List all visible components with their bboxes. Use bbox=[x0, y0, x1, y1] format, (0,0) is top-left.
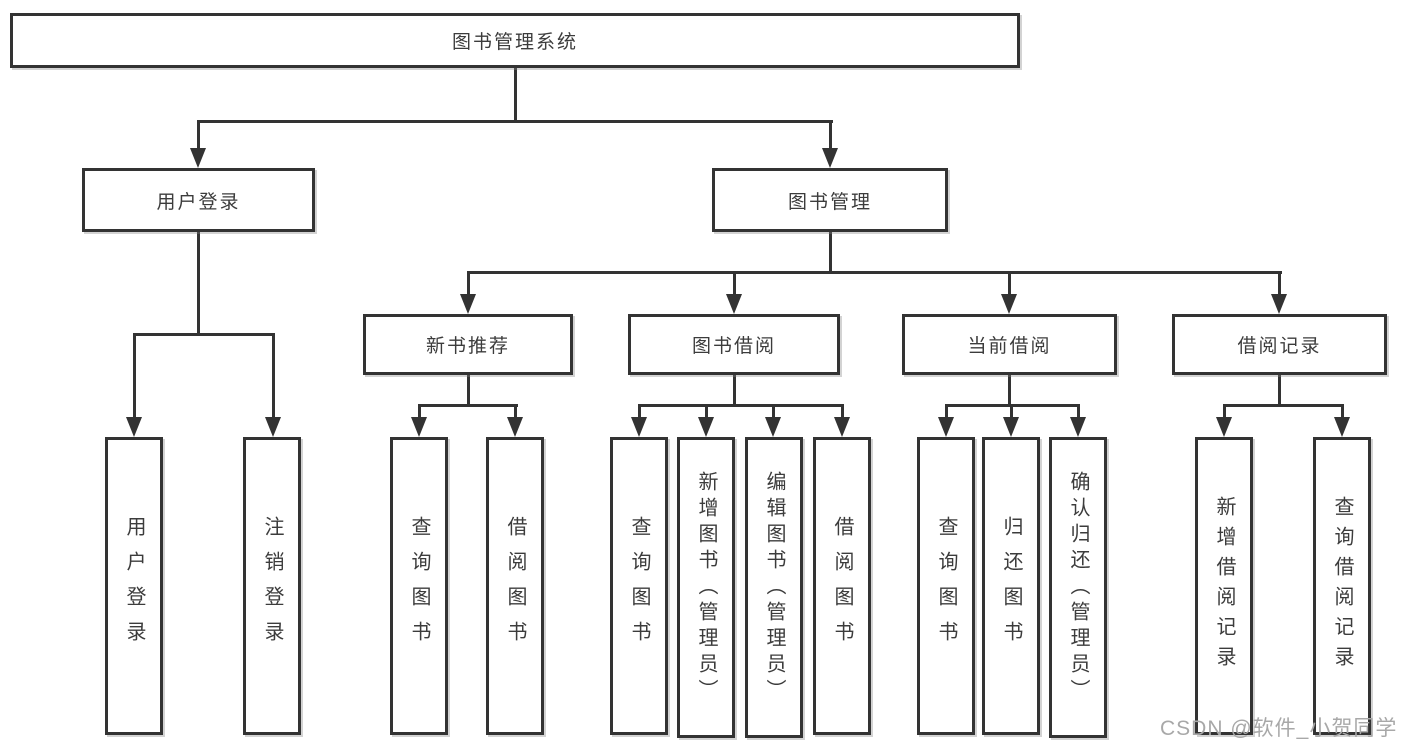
arrowhead-down-icon bbox=[460, 294, 476, 314]
node-label: 图书借阅 bbox=[691, 336, 776, 357]
connector-stub-records bbox=[1278, 271, 1281, 296]
connector-level3-rail bbox=[467, 271, 1282, 274]
connector-user-login-stem bbox=[197, 232, 200, 336]
node-label: 新增借阅记录 bbox=[1213, 496, 1235, 676]
node-root-system: 图书管理系统 bbox=[10, 13, 1020, 68]
connector-stub-leaf bbox=[945, 404, 948, 419]
leaf-query-borrow-record: 查询借阅记录 bbox=[1313, 437, 1371, 735]
node-label: 图书管理 bbox=[787, 191, 872, 213]
leaf-query-books-current: 查询图书 bbox=[917, 437, 975, 735]
node-book-management: 图书管理 bbox=[712, 168, 948, 232]
leaf-user-login: 用户登录 bbox=[105, 437, 163, 735]
connector-borrow-rail bbox=[638, 404, 844, 407]
connector-stub-new-book bbox=[467, 271, 470, 296]
connector-stub-leaf bbox=[772, 404, 775, 419]
arrowhead-down-icon bbox=[631, 417, 647, 437]
leaf-borrow-books-recommend: 借阅图书 bbox=[486, 437, 544, 735]
arrowhead-down-icon bbox=[834, 417, 850, 437]
arrowhead-down-icon bbox=[1334, 417, 1350, 437]
node-label: 借阅图书 bbox=[504, 516, 526, 656]
leaf-add-books-admin: 新增图书（管理员） bbox=[677, 437, 735, 738]
node-current-borrow: 当前借阅 bbox=[902, 314, 1117, 375]
node-label: 用户登录 bbox=[156, 191, 241, 213]
leaf-return-books: 归还图书 bbox=[982, 437, 1040, 735]
leaf-query-books-recommend: 查询图书 bbox=[390, 437, 448, 735]
connector-records-stem bbox=[1278, 375, 1281, 407]
node-label: 注销登录 bbox=[261, 516, 283, 656]
node-label: 新增图书（管理员） bbox=[695, 470, 717, 705]
connector-new-book-stem bbox=[467, 375, 470, 407]
connector-stub-leaf bbox=[1077, 404, 1080, 419]
connector-user-login-rail bbox=[133, 333, 275, 336]
connector-current-stem bbox=[1008, 375, 1011, 407]
arrowhead-down-icon bbox=[507, 417, 523, 437]
arrowhead-down-icon bbox=[698, 417, 714, 437]
arrowhead-down-icon bbox=[411, 417, 427, 437]
node-label: 当前借阅 bbox=[967, 336, 1052, 357]
node-label: 图书管理系统 bbox=[451, 32, 578, 53]
connector-stub-leaf bbox=[272, 333, 275, 419]
connector-stub-borrow bbox=[733, 271, 736, 296]
connector-stub-leaf bbox=[133, 333, 136, 419]
connector-stub-current bbox=[1008, 271, 1011, 296]
connector-root-stem bbox=[514, 68, 517, 122]
arrowhead-down-icon bbox=[765, 417, 781, 437]
leaf-borrow-books: 借阅图书 bbox=[813, 437, 871, 735]
leaf-add-borrow-record: 新增借阅记录 bbox=[1195, 437, 1253, 735]
connector-stub-leaf bbox=[1223, 404, 1226, 419]
arrowhead-down-icon bbox=[1001, 294, 1017, 314]
node-label: 借阅图书 bbox=[831, 516, 853, 656]
connector-stub-leaf bbox=[1341, 404, 1344, 419]
connector-stub-leaf bbox=[841, 404, 844, 419]
node-label: 新书推荐 bbox=[425, 336, 510, 357]
connector-borrow-stem bbox=[733, 375, 736, 407]
node-user-login: 用户登录 bbox=[82, 168, 315, 232]
connector-stub-user-login bbox=[197, 120, 200, 150]
node-label: 借阅记录 bbox=[1237, 336, 1322, 357]
arrowhead-down-icon bbox=[126, 417, 142, 437]
arrowhead-down-icon bbox=[822, 148, 838, 168]
connector-stub-leaf bbox=[638, 404, 641, 419]
arrowhead-down-icon bbox=[1271, 294, 1287, 314]
connector-stub-leaf bbox=[514, 404, 517, 419]
node-label: 确认归还（管理员） bbox=[1067, 470, 1089, 705]
arrowhead-down-icon bbox=[938, 417, 954, 437]
leaf-logout: 注销登录 bbox=[243, 437, 301, 735]
connector-stub-book-mgmt bbox=[829, 120, 832, 150]
arrowhead-down-icon bbox=[1003, 417, 1019, 437]
arrowhead-down-icon bbox=[265, 417, 281, 437]
arrowhead-down-icon bbox=[190, 148, 206, 168]
arrowhead-down-icon bbox=[1216, 417, 1232, 437]
node-label: 编辑图书（管理员） bbox=[763, 470, 785, 705]
connector-stub-leaf bbox=[418, 404, 421, 419]
connector-level2-rail bbox=[197, 120, 833, 123]
node-borrow-records: 借阅记录 bbox=[1172, 314, 1387, 375]
leaf-confirm-return-admin: 确认归还（管理员） bbox=[1049, 437, 1107, 738]
node-label: 查询借阅记录 bbox=[1331, 496, 1353, 676]
node-label: 查询图书 bbox=[628, 516, 650, 656]
connector-stub-leaf bbox=[705, 404, 708, 419]
connector-stub-leaf bbox=[1010, 404, 1013, 419]
connector-book-mgmt-stem bbox=[829, 232, 832, 274]
leaf-edit-books-admin: 编辑图书（管理员） bbox=[745, 437, 803, 738]
arrowhead-down-icon bbox=[1070, 417, 1086, 437]
node-label: 查询图书 bbox=[935, 516, 957, 656]
node-book-borrow: 图书借阅 bbox=[628, 314, 840, 375]
node-label: 用户登录 bbox=[123, 516, 145, 656]
node-label: 归还图书 bbox=[1000, 516, 1022, 656]
watermark-text: CSDN @软件_小贺同学 bbox=[1160, 717, 1398, 740]
connector-new-book-rail bbox=[418, 404, 518, 407]
arrowhead-down-icon bbox=[726, 294, 742, 314]
node-new-book-recommend: 新书推荐 bbox=[363, 314, 573, 375]
node-label: 查询图书 bbox=[408, 516, 430, 656]
leaf-query-books-borrow: 查询图书 bbox=[610, 437, 668, 735]
connector-records-rail bbox=[1223, 404, 1344, 407]
